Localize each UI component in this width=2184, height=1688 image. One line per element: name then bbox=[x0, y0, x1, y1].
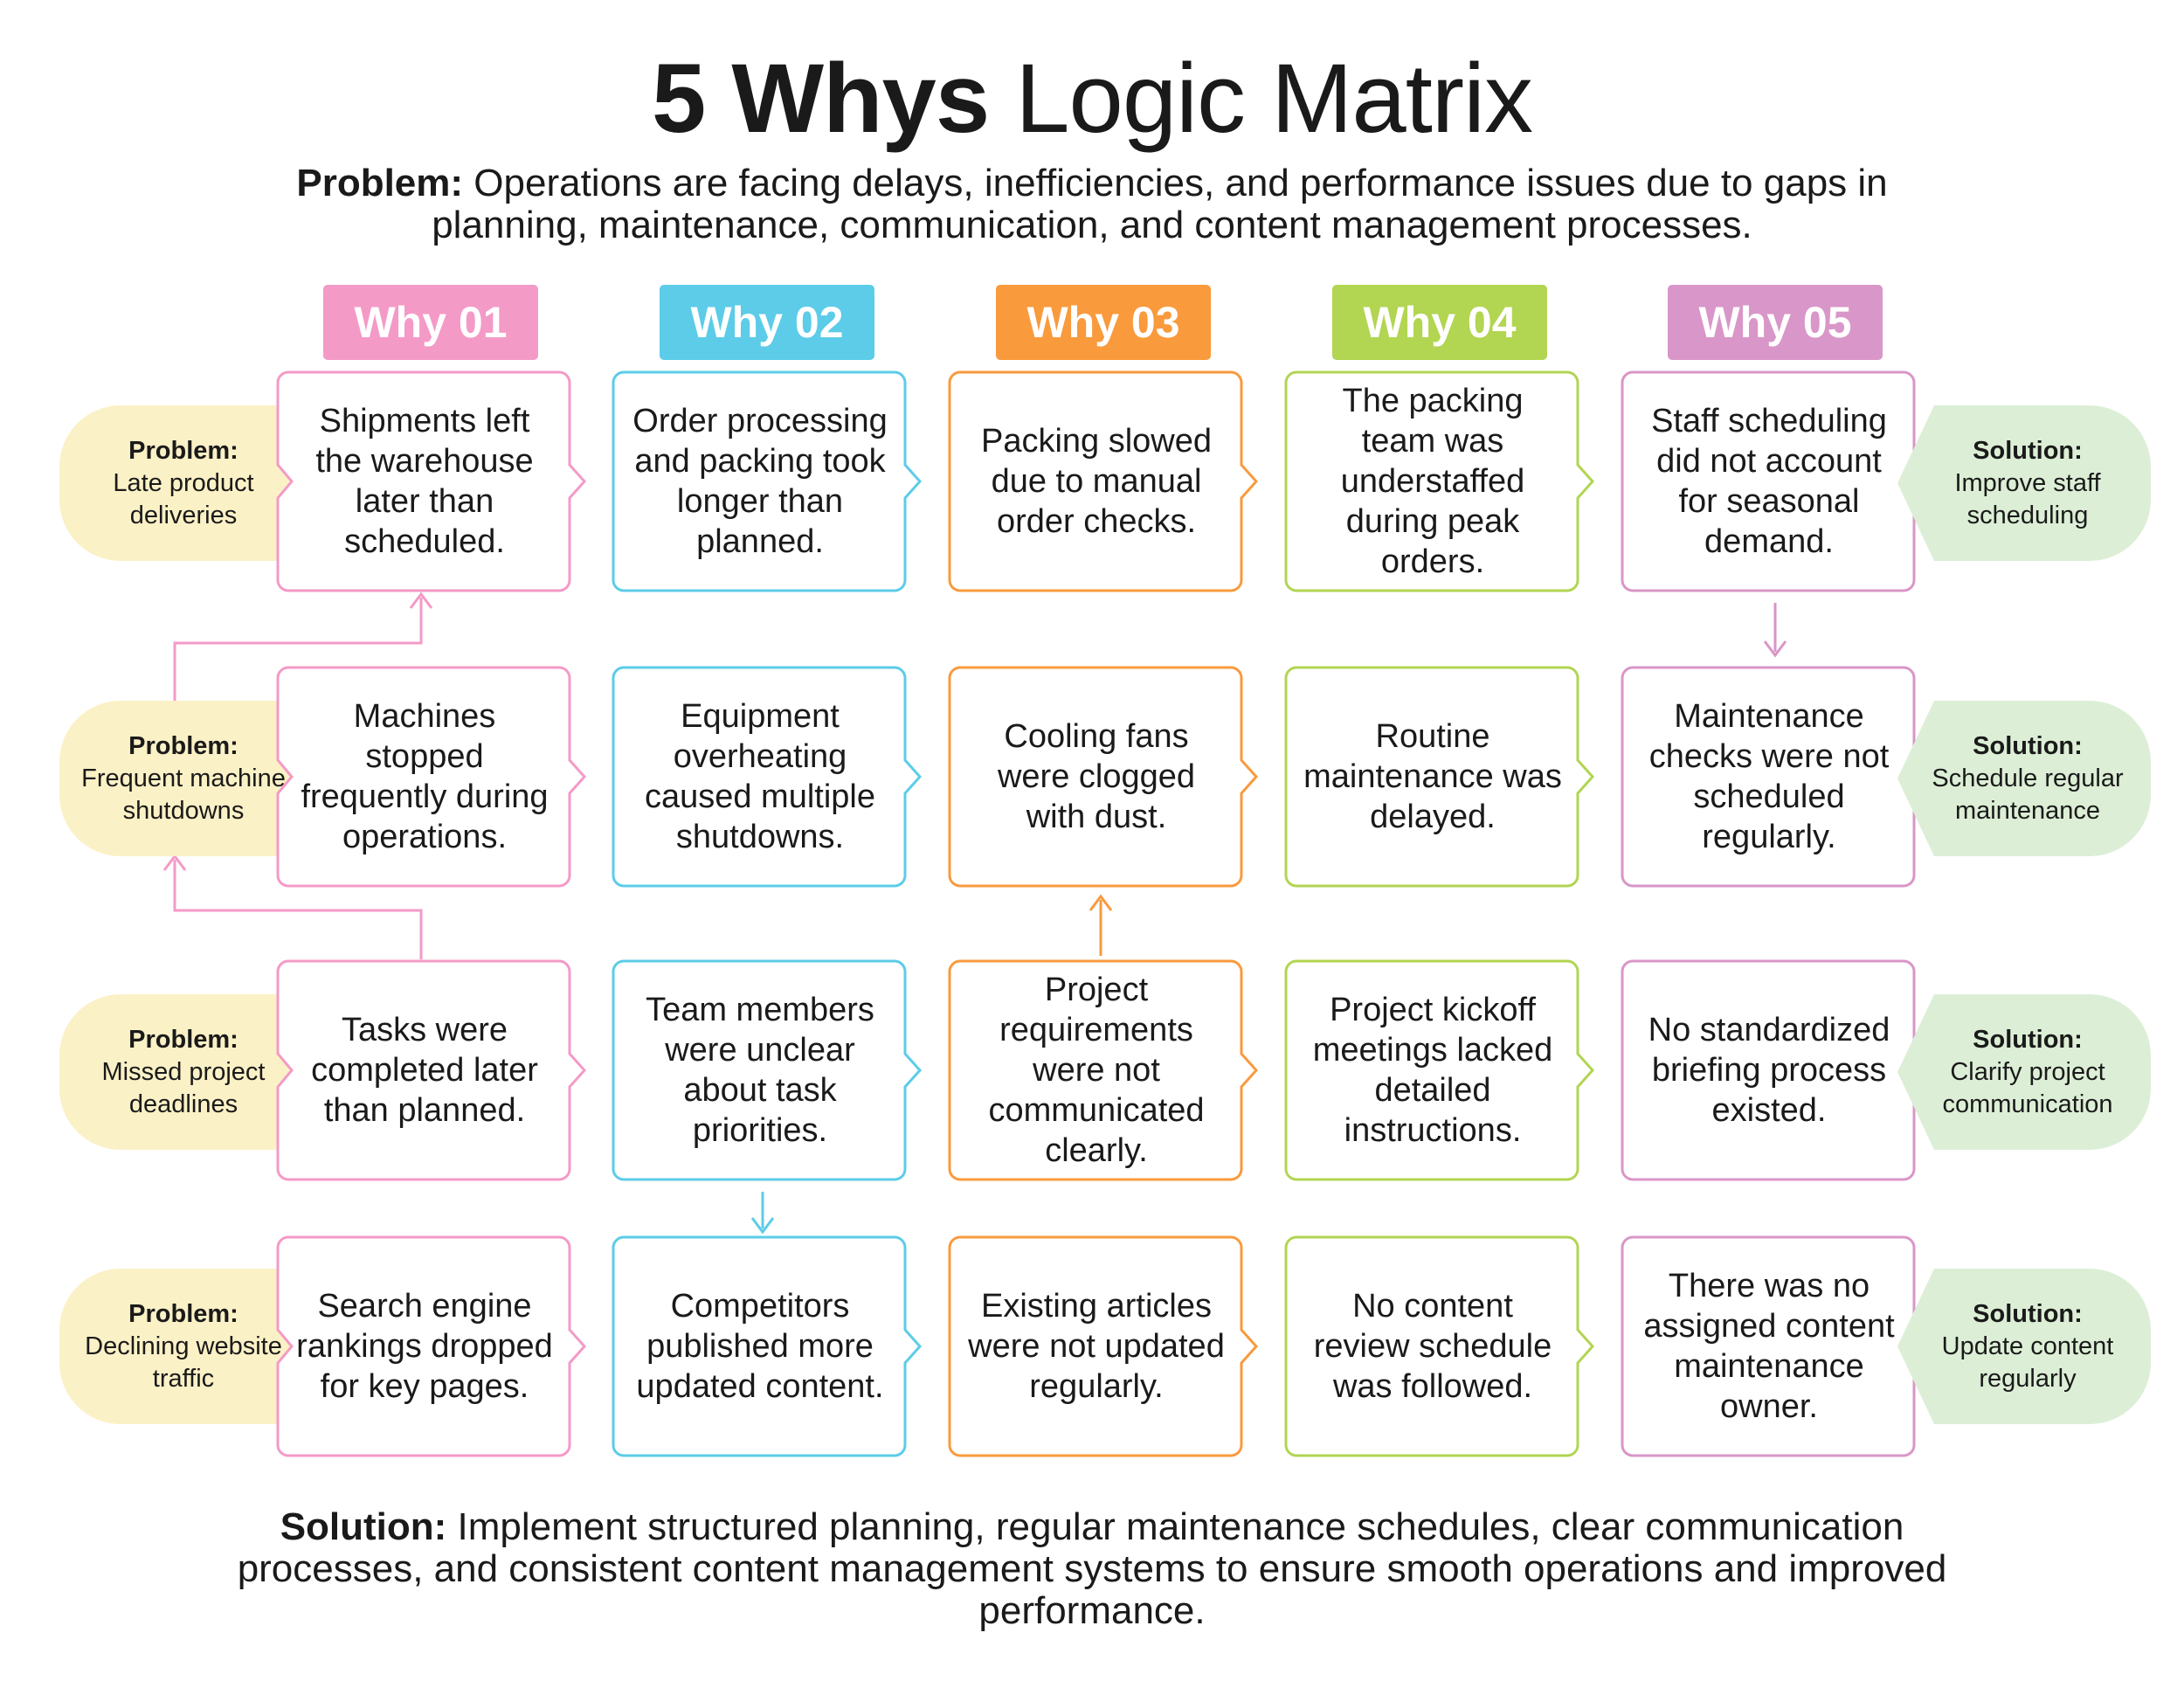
why-text: Order processing and packing took longer… bbox=[632, 403, 888, 560]
arrow-up-row2-badge bbox=[162, 854, 423, 959]
header-why-02: Why 02 bbox=[660, 285, 874, 360]
solution-label: Solution: bbox=[1973, 731, 2083, 760]
solution-label: Solution: bbox=[1973, 1299, 2083, 1328]
why-text: No standardized briefing process existed… bbox=[1648, 1012, 1890, 1129]
why-text: No content review schedule was followed. bbox=[1313, 1288, 1552, 1405]
why-text: Machines stopped frequently during opera… bbox=[301, 698, 549, 855]
why-cell-r4-c1: Search engine rankings dropped for key p… bbox=[276, 1235, 587, 1457]
solution-text: Improve staff scheduling bbox=[1954, 468, 2101, 529]
problem-statement: Problem: Operations are facing delays, i… bbox=[245, 163, 1939, 246]
why-cell-r4-c5: There was no assigned content maintenanc… bbox=[1621, 1235, 1918, 1457]
why-cell-r2-c5: Maintenance checks were not scheduled re… bbox=[1621, 666, 1918, 888]
why-cell-r2-c4: Routine maintenance was delayed. bbox=[1284, 666, 1595, 888]
why-text: There was no assigned content maintenanc… bbox=[1643, 1268, 1895, 1425]
solution-label: Solution: bbox=[1973, 436, 2083, 465]
why-cell-r1-c2: Order processing and packing took longer… bbox=[612, 370, 923, 592]
arrow-up-why01-row1 bbox=[173, 591, 433, 701]
problem-statement-text: Operations are facing delays, inefficien… bbox=[432, 162, 1888, 246]
problem-badge-row2: Problem: Frequent machine shutdowns bbox=[59, 701, 318, 856]
why-cell-r4-c2: Competitors published more updated conte… bbox=[612, 1235, 923, 1457]
why-cell-r3-c4: Project kickoff meetings lacked detailed… bbox=[1284, 959, 1595, 1181]
header-why-04: Why 04 bbox=[1332, 285, 1547, 360]
why-cell-r1-c3: Packing slowed due to manual order check… bbox=[948, 370, 1259, 592]
problem-statement-label: Problem: bbox=[296, 162, 464, 204]
why-text: Team members were unclear about task pri… bbox=[646, 992, 874, 1149]
solution-text: Clarify project communication bbox=[1942, 1057, 2113, 1118]
header-why-05: Why 05 bbox=[1668, 285, 1883, 360]
problem-label: Problem: bbox=[128, 731, 238, 760]
why-text: Tasks were completed later than planned. bbox=[311, 1012, 538, 1129]
problem-text: Frequent machine shutdowns bbox=[81, 764, 286, 825]
why-text: Competitors published more updated conte… bbox=[636, 1288, 884, 1405]
why-cell-r2-c3: Cooling fans were clogged with dust. bbox=[948, 666, 1259, 888]
why-text: Existing articles were not updated regul… bbox=[968, 1288, 1225, 1405]
why-cell-r3-c2: Team members were unclear about task pri… bbox=[612, 959, 923, 1181]
solution-text: Update content regularly bbox=[1941, 1332, 2114, 1393]
why-text: Shipments left the warehouse later than … bbox=[315, 403, 534, 560]
why-cell-r3-c5: No standardized briefing process existed… bbox=[1621, 959, 1918, 1181]
problem-badge-row4: Problem: Declining website traffic bbox=[59, 1269, 318, 1424]
why-cell-r3-c1: Tasks were completed later than planned. bbox=[276, 959, 587, 1181]
header-why-03: Why 03 bbox=[996, 285, 1211, 360]
solution-badge-row4: Solution: Update content regularly bbox=[1892, 1269, 2151, 1424]
solution-badge-row3: Solution: Clarify project communication bbox=[1892, 994, 2151, 1150]
why-text: Project requirements were not communicat… bbox=[988, 972, 1205, 1169]
arrow-up-why03 bbox=[1089, 894, 1113, 956]
why-cell-r2-c1: Machines stopped frequently during opera… bbox=[276, 666, 587, 888]
why-text: Staff scheduling did not account for sea… bbox=[1651, 403, 1887, 560]
solution-text: Schedule regular maintenance bbox=[1932, 764, 2124, 825]
solution-badge-row1: Solution: Improve staff scheduling bbox=[1892, 405, 2151, 561]
why-text: Cooling fans were clogged with dust. bbox=[997, 718, 1196, 835]
solution-statement: Solution: Implement structured planning,… bbox=[218, 1506, 1966, 1632]
why-cell-r3-c3: Project requirements were not communicat… bbox=[948, 959, 1259, 1181]
why-text: Search engine rankings dropped for key p… bbox=[296, 1288, 553, 1405]
title-bold: 5 Whys bbox=[652, 44, 990, 153]
why-cell-r4-c3: Existing articles were not updated regul… bbox=[948, 1235, 1259, 1457]
why-text: Project kickoff meetings lacked detailed… bbox=[1312, 992, 1553, 1149]
problem-badge-row1: Problem: Late product deliveries bbox=[59, 405, 318, 561]
problem-label: Problem: bbox=[128, 1025, 238, 1054]
why-text: The packing team was understaffed during… bbox=[1340, 383, 1525, 580]
solution-label: Solution: bbox=[1973, 1025, 2083, 1054]
why-text: Packing slowed due to manual order check… bbox=[980, 423, 1213, 540]
problem-label: Problem: bbox=[128, 436, 238, 465]
arrow-down-why05 bbox=[1763, 603, 1787, 658]
why-text: Routine maintenance was delayed. bbox=[1303, 718, 1562, 835]
why-text: Maintenance checks were not scheduled re… bbox=[1648, 698, 1890, 855]
problem-text: Late product deliveries bbox=[113, 468, 254, 529]
solution-badge-row2: Solution: Schedule regular maintenance bbox=[1892, 701, 2151, 856]
why-cell-r1-c1: Shipments left the warehouse later than … bbox=[276, 370, 587, 592]
problem-label: Problem: bbox=[128, 1299, 238, 1328]
why-cell-r2-c2: Equipment overheating caused multiple sh… bbox=[612, 666, 923, 888]
why-text: Equipment overheating caused multiple sh… bbox=[644, 698, 876, 855]
header-why-01: Why 01 bbox=[323, 285, 538, 360]
problem-text: Missed project deadlines bbox=[101, 1057, 266, 1118]
title-light: Logic Matrix bbox=[1015, 44, 1533, 153]
why-cell-r1-c4: The packing team was understaffed during… bbox=[1284, 370, 1595, 592]
problem-text: Declining website traffic bbox=[85, 1332, 282, 1393]
solution-statement-label: Solution: bbox=[280, 1505, 447, 1548]
page-title: 5 Whys Logic Matrix bbox=[0, 42, 2184, 156]
why-cell-r1-c5: Staff scheduling did not account for sea… bbox=[1621, 370, 1918, 592]
problem-badge-row3: Problem: Missed project deadlines bbox=[59, 994, 318, 1150]
solution-statement-text: Implement structured planning, regular m… bbox=[237, 1505, 1947, 1632]
arrow-down-why02 bbox=[750, 1192, 775, 1235]
why-cell-r4-c4: No content review schedule was followed. bbox=[1284, 1235, 1595, 1457]
